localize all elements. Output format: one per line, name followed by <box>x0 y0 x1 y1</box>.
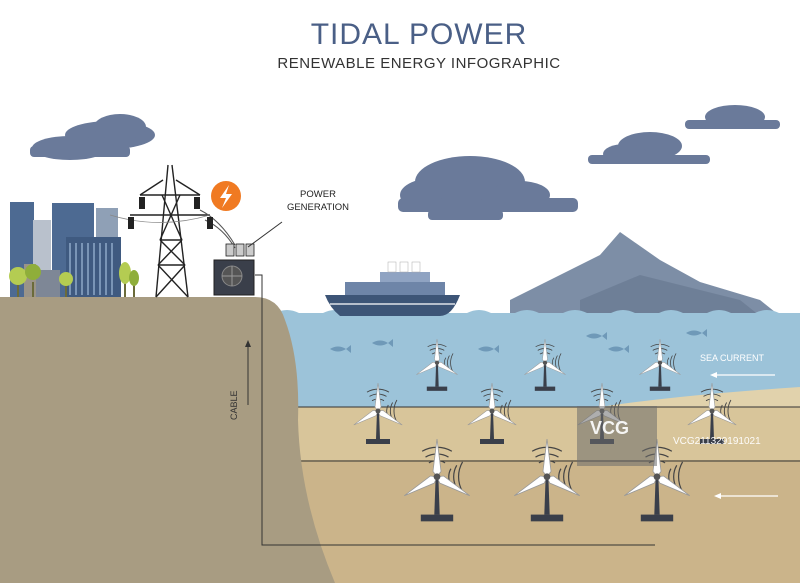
turbine-icon <box>416 338 458 391</box>
waves <box>275 310 800 320</box>
mountains <box>510 232 780 316</box>
turbine-icon <box>524 338 566 391</box>
fish-icon <box>478 345 499 353</box>
generator-icon <box>213 243 255 296</box>
turbine-icon <box>687 382 737 444</box>
fish-icon <box>608 345 629 353</box>
trees <box>9 262 139 297</box>
transmission-tower-icon <box>109 164 236 298</box>
turbine-icon <box>404 438 470 522</box>
fish-icon <box>330 345 351 353</box>
watermark-logo <box>577 406 657 466</box>
city <box>10 202 121 297</box>
power-generation-label: POWER GENERATION <box>272 188 364 214</box>
cable-line <box>255 274 655 546</box>
page-title: TIDAL POWER <box>310 18 528 51</box>
callout-line <box>247 221 283 248</box>
cloud-icon <box>30 114 155 160</box>
land-cross-section <box>0 297 335 583</box>
sea-current-label: SEA CURRENT <box>700 353 765 363</box>
tree-icon <box>25 264 41 297</box>
watermark-id: VCG211329191021 <box>673 436 761 447</box>
turbine-icon <box>467 382 517 444</box>
ship-icon <box>325 261 460 316</box>
fish-icon <box>686 329 707 337</box>
fish-icon <box>372 339 393 347</box>
lightning-icon <box>211 181 241 211</box>
fish-group <box>330 329 707 353</box>
turbine-icon <box>639 338 681 391</box>
turbines <box>353 338 737 522</box>
cloud-icon <box>588 132 710 164</box>
page-subtitle: RENEWABLE ENERGY INFOGRAPHIC <box>277 55 561 72</box>
turbine-icon <box>514 438 580 522</box>
tree-icon <box>9 267 27 297</box>
tree-icon <box>129 270 139 297</box>
watermark-brand: VCG <box>590 418 630 438</box>
cloud-icon <box>428 196 503 220</box>
cable-label: CABLE <box>229 390 239 420</box>
power-label-line2: GENERATION <box>286 202 350 213</box>
tree-icon <box>119 262 131 297</box>
fish-icon <box>586 332 607 340</box>
cloud-icon <box>685 105 780 129</box>
clouds <box>30 105 780 220</box>
tree-icon <box>59 272 73 297</box>
power-label-line1: POWER <box>300 189 336 200</box>
turbine-icon <box>353 382 403 444</box>
